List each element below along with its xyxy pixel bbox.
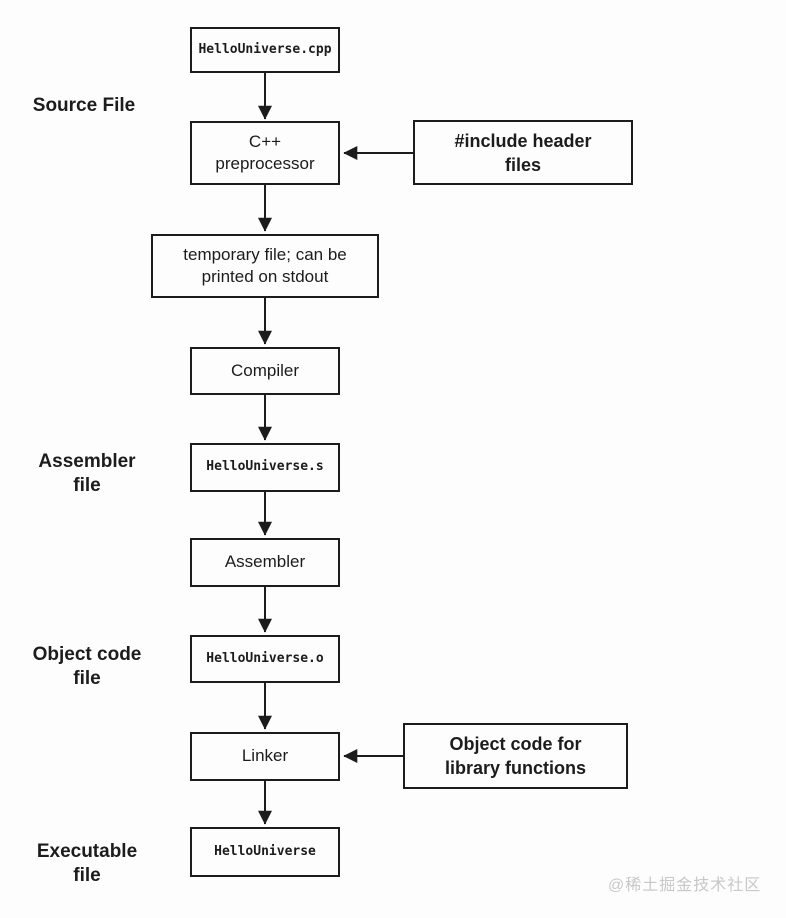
community-watermark: @稀土掘金技术社区 [608, 877, 762, 894]
node-compiler: Compiler [190, 347, 340, 395]
node-executable-file: HelloUniverse [190, 827, 340, 877]
node-object-file: HelloUniverse.o [190, 635, 340, 683]
stage-label-source-file: Source File [32, 95, 136, 116]
node-assembler: Assembler [190, 538, 340, 587]
stage-label-assembler-file: Assembler file [38, 451, 136, 496]
stage-label-executable-file: Executable file [36, 841, 138, 886]
stage-label-object-code-file: Object code file [32, 644, 142, 689]
callout-library-object-code: Object code for library functions [403, 723, 628, 789]
node-assembler-file: HelloUniverse.s [190, 443, 340, 492]
callout-include-headers: #include header files [413, 120, 633, 185]
node-linker: Linker [190, 732, 340, 781]
node-source-cpp-file: HelloUniverse.cpp [190, 27, 340, 73]
node-preprocessor: C++ preprocessor [190, 121, 340, 185]
node-temporary-file: temporary file; can be printed on stdout [151, 234, 379, 298]
